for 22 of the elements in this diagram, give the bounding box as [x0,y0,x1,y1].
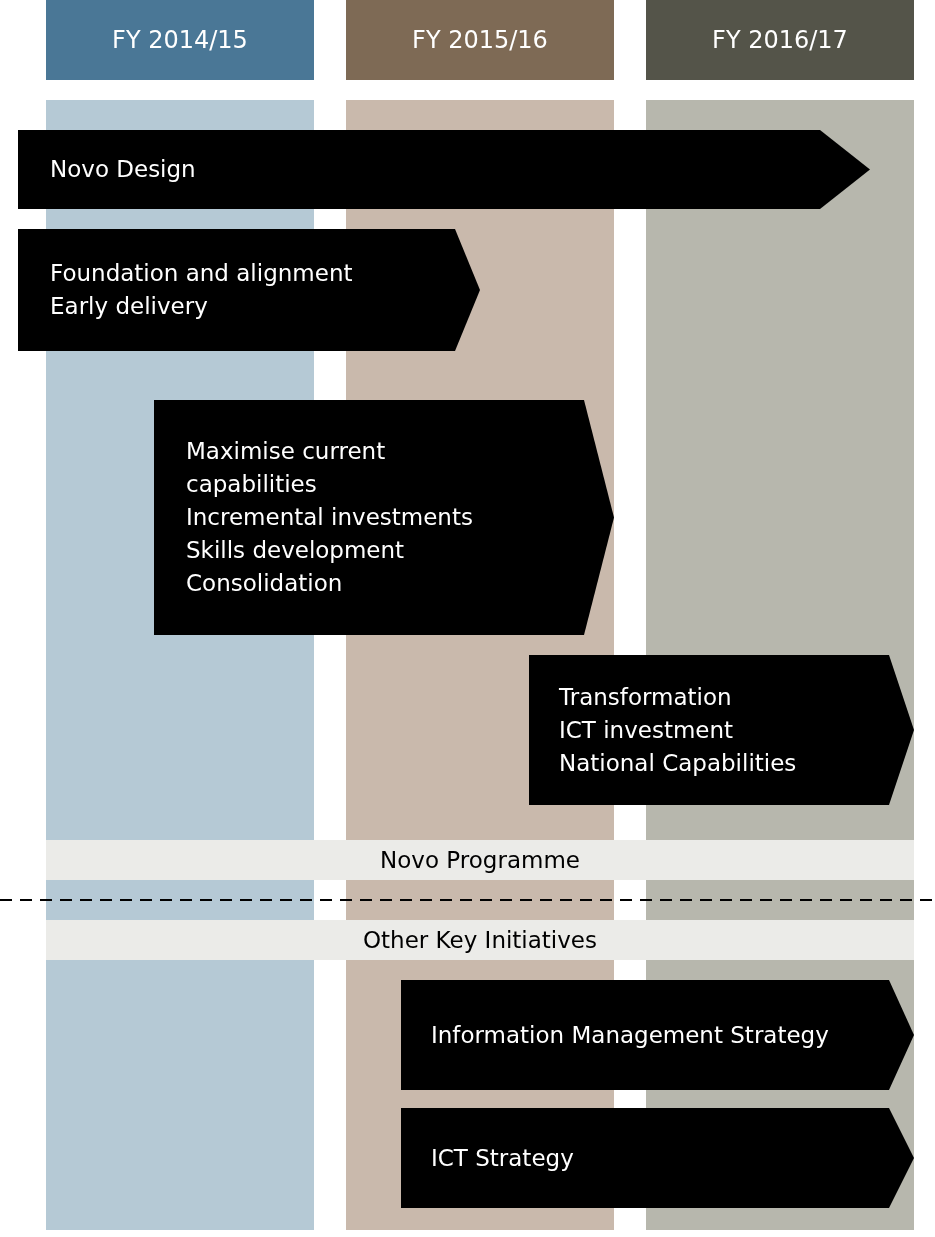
section-band [46,840,914,880]
year-label: FY 2015/16 [412,26,548,54]
phase-label: National Capabilities [559,748,798,778]
section-band [46,920,914,960]
phase-label: Early delivery [50,292,209,321]
column-header [646,0,914,80]
column-header [46,0,314,80]
phase-label: Skills development [186,536,406,565]
section-label: Novo Programme [380,847,580,873]
phase-label: Consolidation [186,569,344,598]
year-label: FY 2016/17 [712,26,848,54]
phase-label: ICT investment [559,715,735,745]
phase-label: Maximise current capabilities [186,437,387,499]
phase-label: Incremental investments [186,503,474,532]
column-header [346,0,614,80]
phase-label: Foundation and alignment [50,259,354,288]
phase-label: Information Management Strategy [431,1020,830,1050]
year-label: FY 2014/15 [112,26,248,54]
section-label: Other Key Initiatives [362,927,597,953]
phase-label: Novo Design [50,155,197,184]
phase-label: Transformation [559,682,733,712]
phase-label: ICT Strategy [431,1143,575,1173]
